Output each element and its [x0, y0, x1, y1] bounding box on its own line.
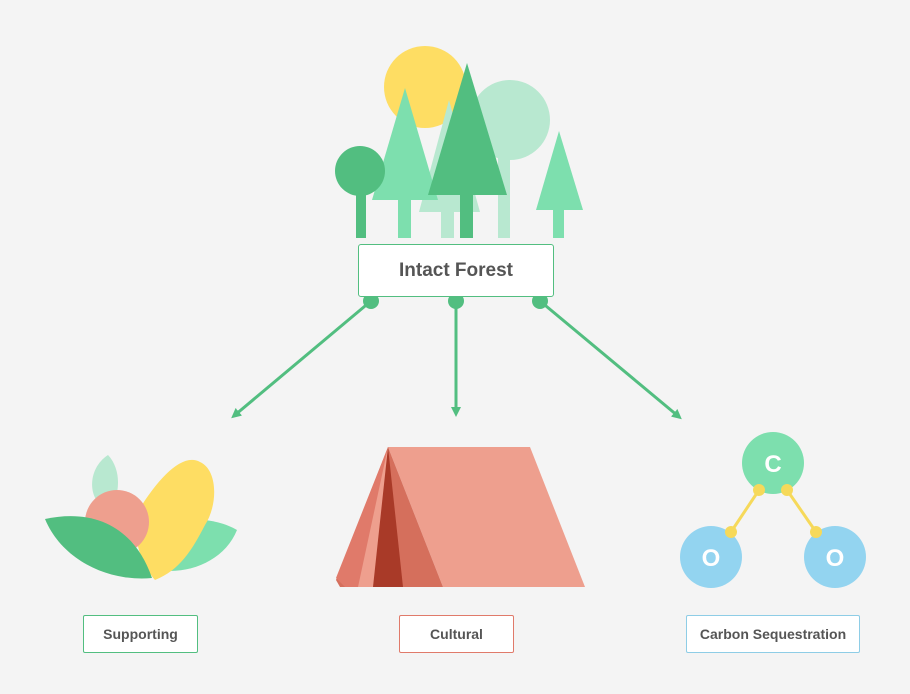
connector-dot-center [448, 293, 464, 309]
connector-dot-right [532, 293, 548, 309]
intact-forest-label: Intact Forest [358, 244, 554, 297]
supporting-label: Supporting [83, 615, 198, 653]
plant-icon [45, 455, 237, 580]
forest-icon [335, 46, 583, 238]
oxygen-atom-right [804, 526, 866, 588]
carbon-atom [742, 432, 804, 494]
cultural-label: Cultural [399, 615, 514, 653]
arrow-to-supporting [231, 299, 372, 419]
carbon-atom-label: C [764, 451, 781, 478]
oxygen-atom-left [680, 526, 742, 588]
arrow-to-carbon [539, 299, 682, 420]
carbon-sequestration-label: Carbon Sequestration [686, 615, 860, 653]
oxygen-left-label: O [702, 545, 721, 572]
oxygen-right-label: O [826, 545, 845, 572]
co2-molecule-icon: C O O [680, 432, 866, 588]
connector-dot-left [363, 293, 379, 309]
connector-arrows [231, 293, 682, 420]
tent-icon [336, 447, 585, 587]
